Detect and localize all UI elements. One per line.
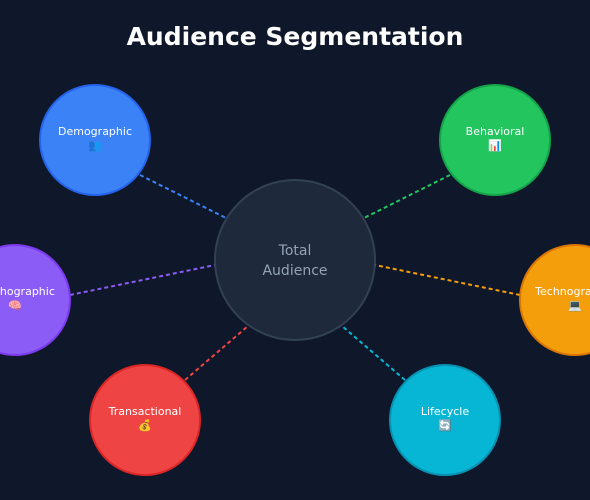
connector-transactional — [184, 319, 256, 381]
diagram-title: Audience Segmentation — [127, 22, 464, 51]
connector-technographic — [374, 264, 521, 296]
people-icon: 👥 — [88, 139, 102, 152]
connector-behavioral — [359, 174, 451, 221]
connector-lifecycle — [334, 319, 406, 381]
segment-label-demographic: Demographic — [58, 125, 132, 138]
segment-node-transactional[interactable]: Transactional💰 — [89, 364, 201, 476]
segment-circle-behavioral[interactable] — [439, 84, 551, 196]
segment-node-lifecycle[interactable]: Lifecycle🔄 — [389, 364, 501, 476]
segment-circle-technographic[interactable] — [519, 244, 590, 356]
center-circle — [214, 179, 376, 341]
segment-circle-lifecycle[interactable] — [389, 364, 501, 476]
segment-label-transactional: Transactional — [108, 405, 182, 418]
center-label-line2: Audience — [262, 263, 327, 279]
brain-icon: 🧠 — [8, 299, 22, 312]
segment-circle-demographic[interactable] — [39, 84, 151, 196]
segment-node-psychographic[interactable]: Psychographic🧠 — [0, 244, 71, 356]
segment-label-psychographic: Psychographic — [0, 285, 55, 298]
segment-circle-transactional[interactable] — [89, 364, 201, 476]
segment-label-technographic: Technographic — [534, 285, 590, 298]
segment-label-lifecycle: Lifecycle — [421, 405, 469, 418]
segment-node-demographic[interactable]: Demographic👥 — [39, 84, 151, 196]
connector-psychographic — [69, 264, 216, 296]
connector-group — [69, 174, 521, 381]
center-node: Total Audience — [214, 179, 376, 341]
segment-node-behavioral[interactable]: Behavioral📊 — [439, 84, 551, 196]
money-icon: 💰 — [138, 419, 152, 432]
center-label-line1: Total — [278, 243, 312, 259]
segment-node-technographic[interactable]: Technographic💻 — [519, 244, 590, 356]
segment-circle-psychographic[interactable] — [0, 244, 71, 356]
segment-group: Demographic👥 Behavioral📊 Technographic💻 Lif… — [0, 84, 590, 476]
cycle-icon: 🔄 — [438, 419, 452, 432]
segment-label-behavioral: Behavioral — [466, 125, 525, 138]
laptop-icon: 💻 — [568, 299, 582, 312]
chart-icon: 📊 — [488, 139, 502, 152]
connector-demographic — [139, 174, 231, 221]
